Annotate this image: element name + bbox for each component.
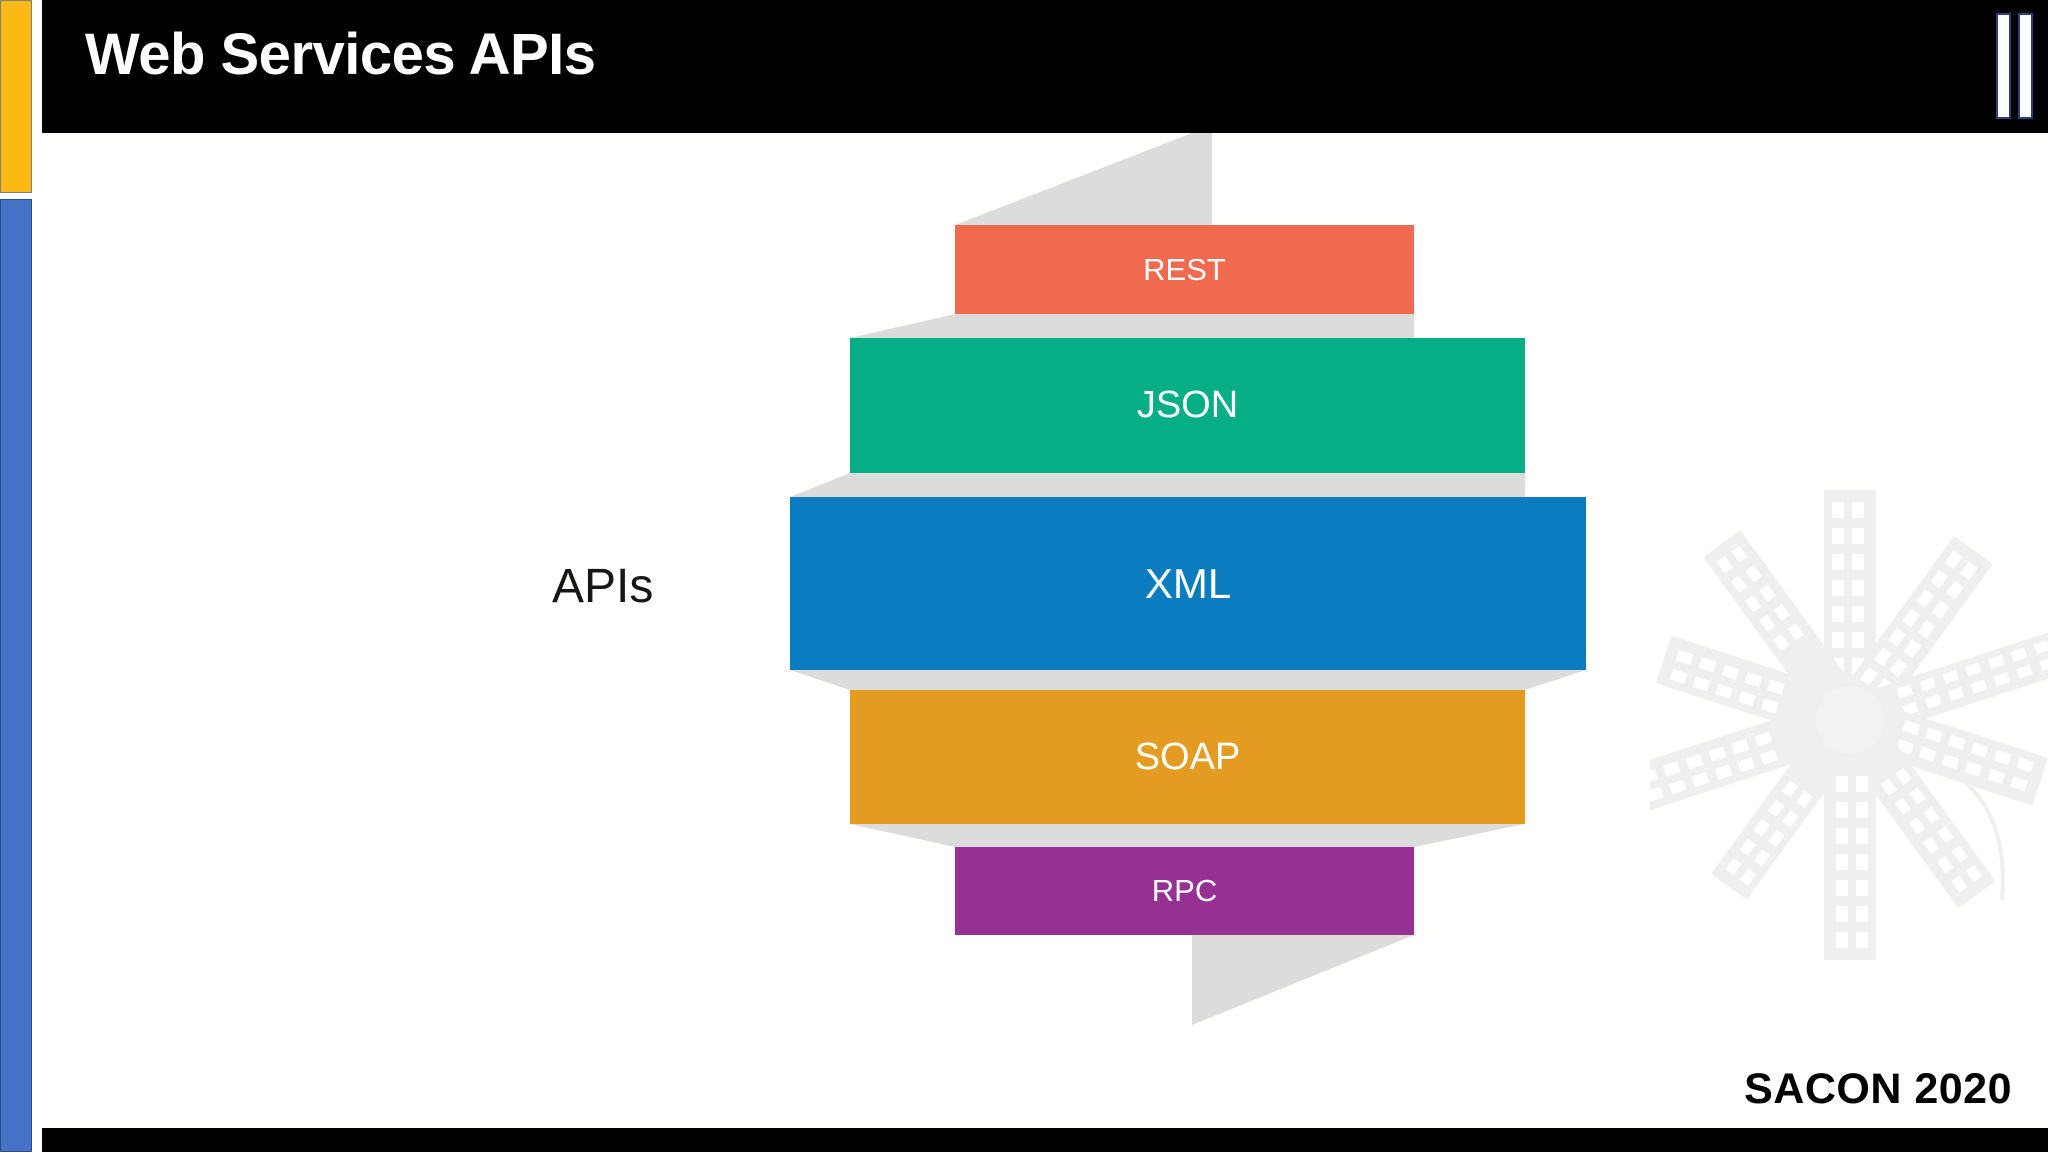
footer-brand-text: SACON 2020 [1744,1065,2012,1113]
footer-bar [42,1128,2048,1152]
funnel-bar-label-rest: REST [1143,251,1226,287]
logo-bar-right-icon [2018,13,2033,119]
funnel-bar-soap[interactable]: SOAP [850,690,1525,824]
accent-bar-blue [0,199,32,1152]
funnel-bar-label-soap: SOAP [1134,735,1241,778]
funnel-bar-rest[interactable]: REST [955,225,1414,314]
page-title: Web Services APIs [85,22,596,87]
funnel-bar-label-xml: XML [1144,559,1232,607]
accent-bar-yellow [0,0,32,193]
funnel-bar-json[interactable]: JSON [850,338,1525,473]
side-label-apis: APIs [552,560,654,613]
funnel-bar-label-json: JSON [1136,384,1239,426]
funnel-bar-xml[interactable]: XML [790,497,1586,670]
funnel-bar-rpc[interactable]: RPC [955,847,1414,935]
funnel-bar-label-rpc: RPC [1151,873,1218,908]
logo-bar-left-icon [1996,13,2011,119]
sacon-logo [1996,13,2036,119]
header-bar [42,0,2048,133]
